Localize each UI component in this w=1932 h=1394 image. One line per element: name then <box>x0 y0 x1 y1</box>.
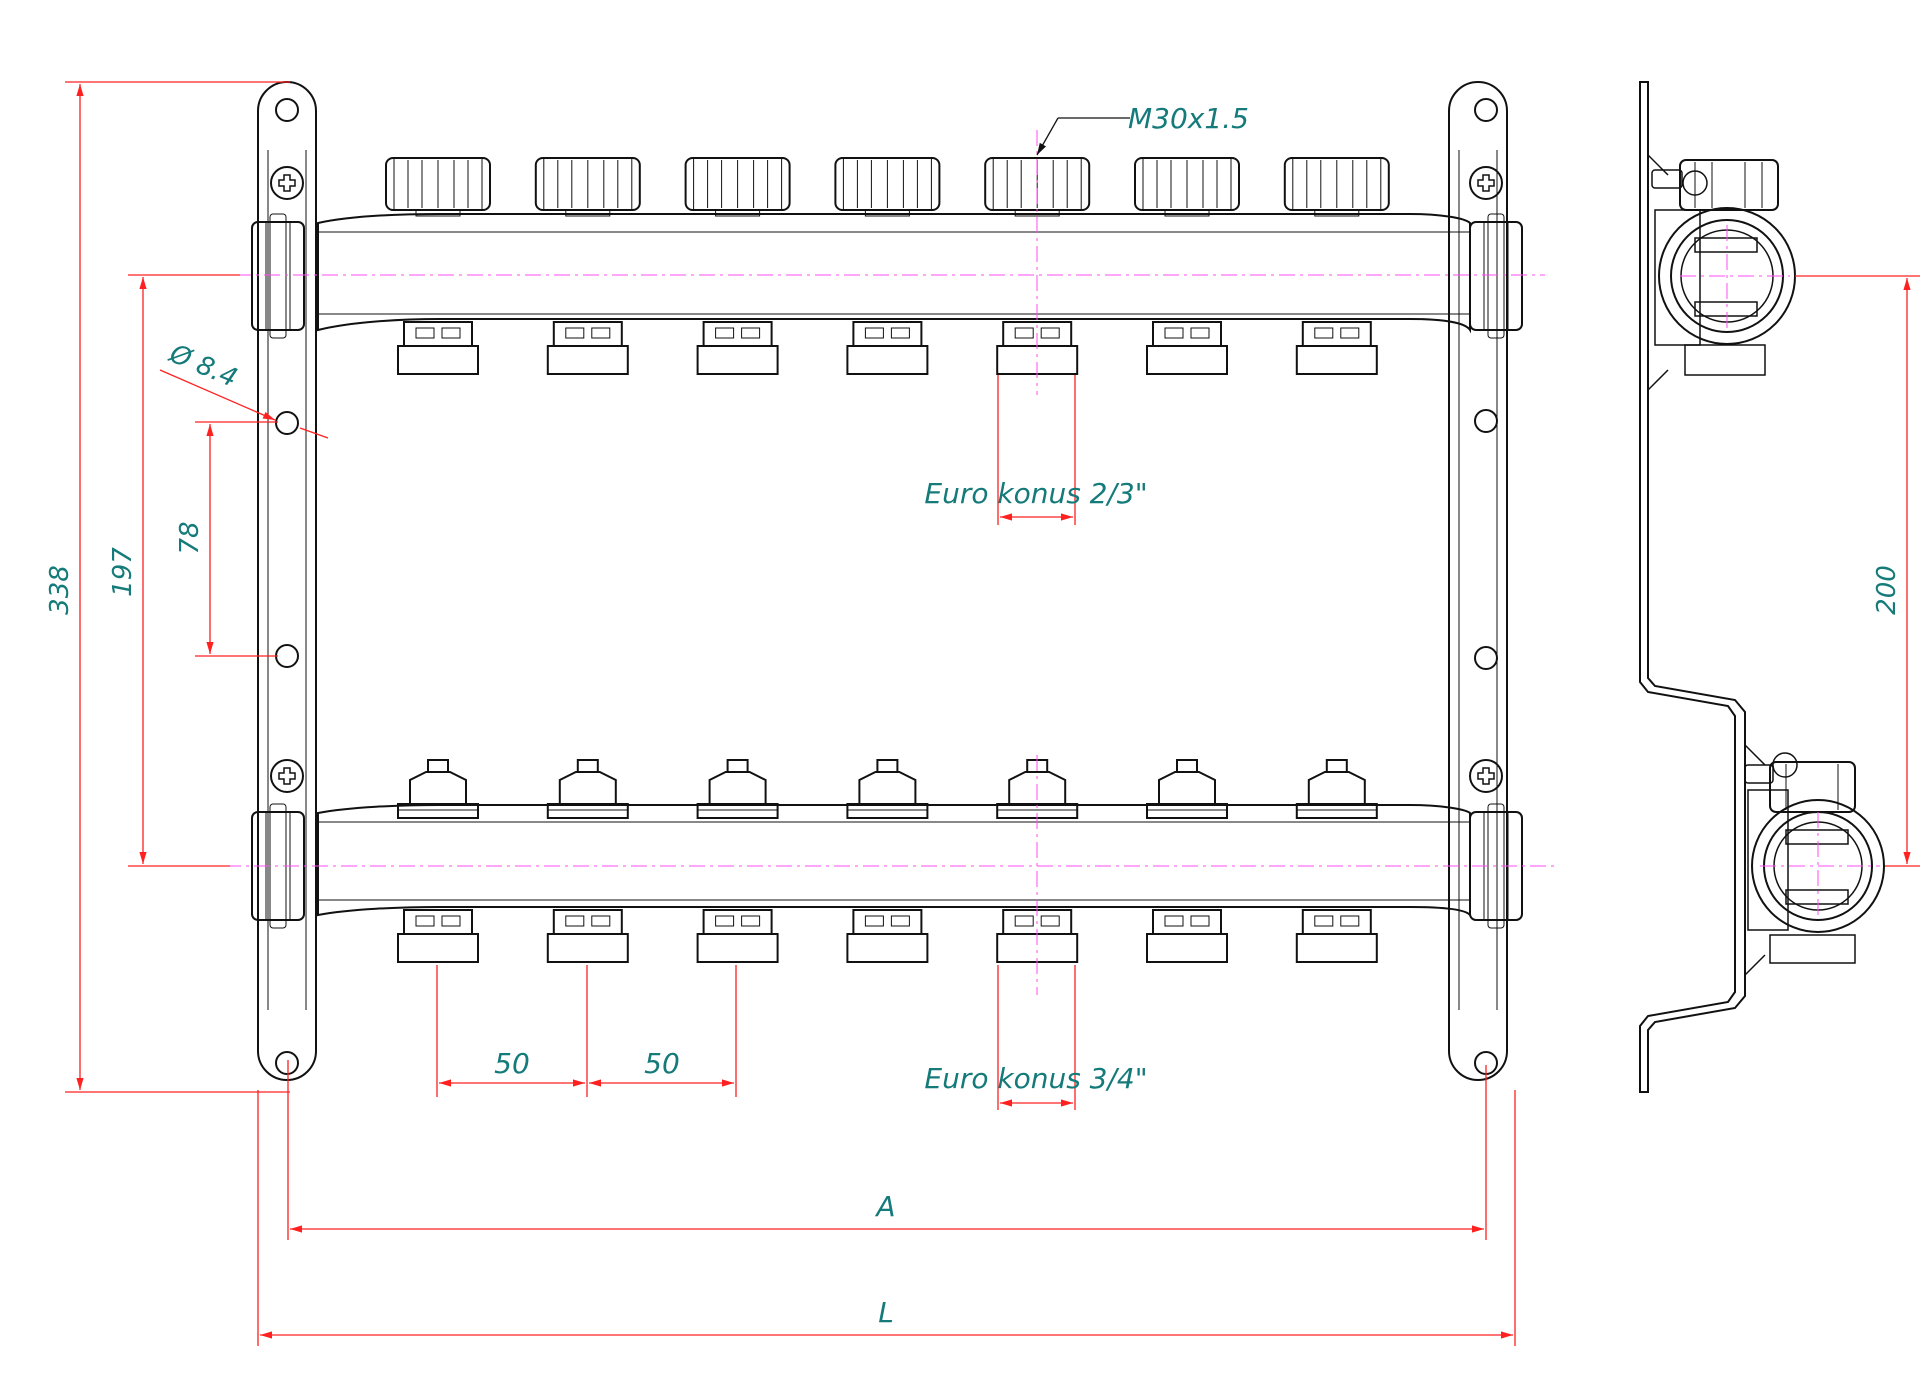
top-euro-fitting <box>397 321 479 375</box>
top-manifold-bar <box>317 213 1471 334</box>
side-bottom-assembly <box>1744 752 1885 964</box>
outlets <box>385 157 1390 963</box>
bottom-valve <box>846 759 929 819</box>
right-bracket <box>1448 81 1508 1081</box>
bottom-valve <box>397 759 479 819</box>
bottom-euro-fitting <box>846 909 929 963</box>
screw-icon <box>270 759 304 793</box>
screw-icon <box>270 166 304 200</box>
top-euro-fitting <box>846 321 929 375</box>
dim-total-height: 338 <box>45 565 75 615</box>
mounting-holes <box>270 98 1503 1075</box>
bottom-euro-fitting <box>1295 909 1378 963</box>
euro-konus-bottom-label: Euro konus 3/4" <box>924 1062 1147 1095</box>
dimensions: 338 197 78 Ø 8.4 200 Euro konus 2/3" Eur… <box>45 81 1920 1346</box>
screw-icon <box>1469 759 1503 793</box>
top-euro-fitting <box>1295 321 1378 375</box>
mounting-hole <box>275 411 299 435</box>
top-euro-fitting <box>1146 321 1228 375</box>
top-euro-fitting <box>696 321 779 375</box>
dim-pitch-1: 50 <box>494 1047 530 1080</box>
top-nut <box>1134 157 1240 217</box>
bottom-valve <box>1146 759 1228 819</box>
bar-clamp <box>1469 213 1523 339</box>
mounting-hole <box>1474 409 1498 433</box>
bottom-euro-fitting <box>1146 909 1228 963</box>
top-nut <box>684 157 791 217</box>
top-nut <box>834 157 941 217</box>
bottom-euro-fitting <box>696 909 779 963</box>
side-bracket <box>1639 81 1746 1093</box>
dim-l: L <box>878 1296 894 1329</box>
bar-clamp <box>251 213 305 339</box>
euro-konus-top-label: Euro konus 2/3" <box>924 477 1147 510</box>
mounting-hole <box>275 1051 299 1075</box>
side-top-assembly <box>1651 159 1796 376</box>
bottom-valve <box>696 759 779 819</box>
bottom-valve <box>546 759 629 819</box>
bar-clamps <box>251 213 1523 929</box>
bottom-manifold-bar <box>317 804 1471 918</box>
dim-hole-spacing: 78 <box>175 521 205 554</box>
mounting-hole <box>275 98 299 122</box>
mounting-hole <box>1474 98 1498 122</box>
bottom-euro-fitting <box>397 909 479 963</box>
top-nut <box>534 157 641 217</box>
thread-label: M30x1.5 <box>1128 102 1249 135</box>
top-nut <box>385 157 491 217</box>
dim-mount-height: 197 <box>108 547 138 597</box>
dim-a: A <box>874 1190 895 1223</box>
side-view <box>1639 81 1885 1093</box>
mounting-hole <box>275 644 299 668</box>
dim-pitch-2: 50 <box>644 1047 680 1080</box>
top-nut <box>1283 157 1390 217</box>
hole-diameter-label: Ø 8.4 <box>164 338 241 393</box>
top-euro-fitting <box>546 321 629 375</box>
dim-axis-distance: 200 <box>1872 565 1902 615</box>
bottom-valve <box>1295 759 1378 819</box>
bottom-euro-fitting <box>546 909 629 963</box>
left-bracket <box>257 81 317 1081</box>
front-view <box>225 81 1555 1081</box>
screw-icon <box>1469 166 1503 200</box>
mounting-hole <box>1474 646 1498 670</box>
